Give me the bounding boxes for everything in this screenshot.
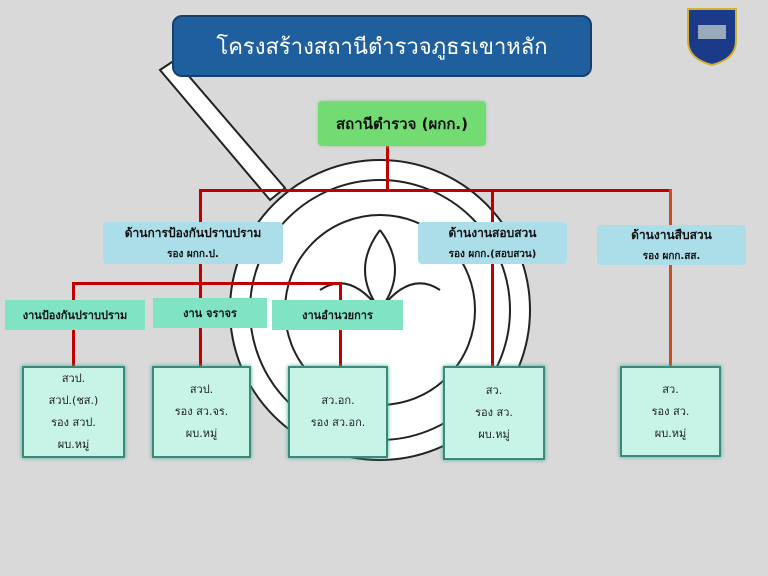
staff-card: สว.อก.รอง สว.อก.	[288, 366, 388, 458]
root-node: สถานีตำรวจ (ผกก.)	[318, 101, 486, 146]
unit-administration: งานอำนวยการ	[272, 300, 403, 330]
staff-card: สวป.สวป.(ชส.)รอง สวป.ผบ.หมู่	[22, 366, 125, 458]
unit-traffic: งาน จราจร	[153, 298, 267, 328]
division-investigation: ด้านงานสอบสวนรอง ผกก.(สอบสวน)	[418, 222, 567, 264]
staff-card: สวป.รอง สว.จร.ผบ.หมู่	[152, 366, 251, 458]
staff-card: สว.รอง สว.ผบ.หมู่	[443, 366, 545, 460]
division-detective: ด้านงานสืบสวนรอง ผกก.สส.	[597, 225, 746, 265]
page-title: โครงสร้างสถานีตำรวจภูธรเขาหลัก	[172, 15, 592, 77]
police-badge-logo	[687, 8, 737, 67]
division-prevention: ด้านการป้องกันปราบปรามรอง ผกก.ป.	[103, 222, 283, 264]
staff-card: สว.รอง สว.ผบ.หมู่	[620, 366, 721, 457]
unit-prevention: งานป้องกันปราบปราม	[5, 300, 145, 330]
